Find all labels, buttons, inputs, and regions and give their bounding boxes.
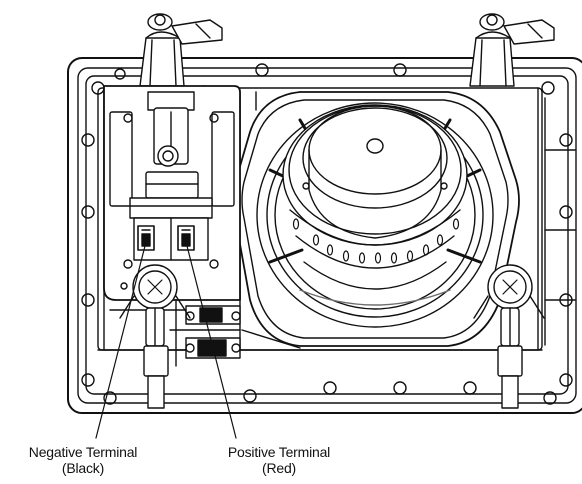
negative-terminal-color: (Black) <box>0 460 166 476</box>
positive-terminal-callout: Positive Terminal (Red) <box>196 444 362 476</box>
positive-terminal-label: Positive Terminal <box>196 444 362 460</box>
woofer <box>234 92 519 346</box>
positive-terminal-color: (Red) <box>196 460 362 476</box>
positive-terminal <box>178 226 194 250</box>
negative-terminal-label: Negative Terminal <box>0 444 166 460</box>
terminal-plate <box>104 86 240 300</box>
negative-terminal-callout: Negative Terminal (Black) <box>0 444 166 476</box>
negative-terminal <box>138 226 154 250</box>
